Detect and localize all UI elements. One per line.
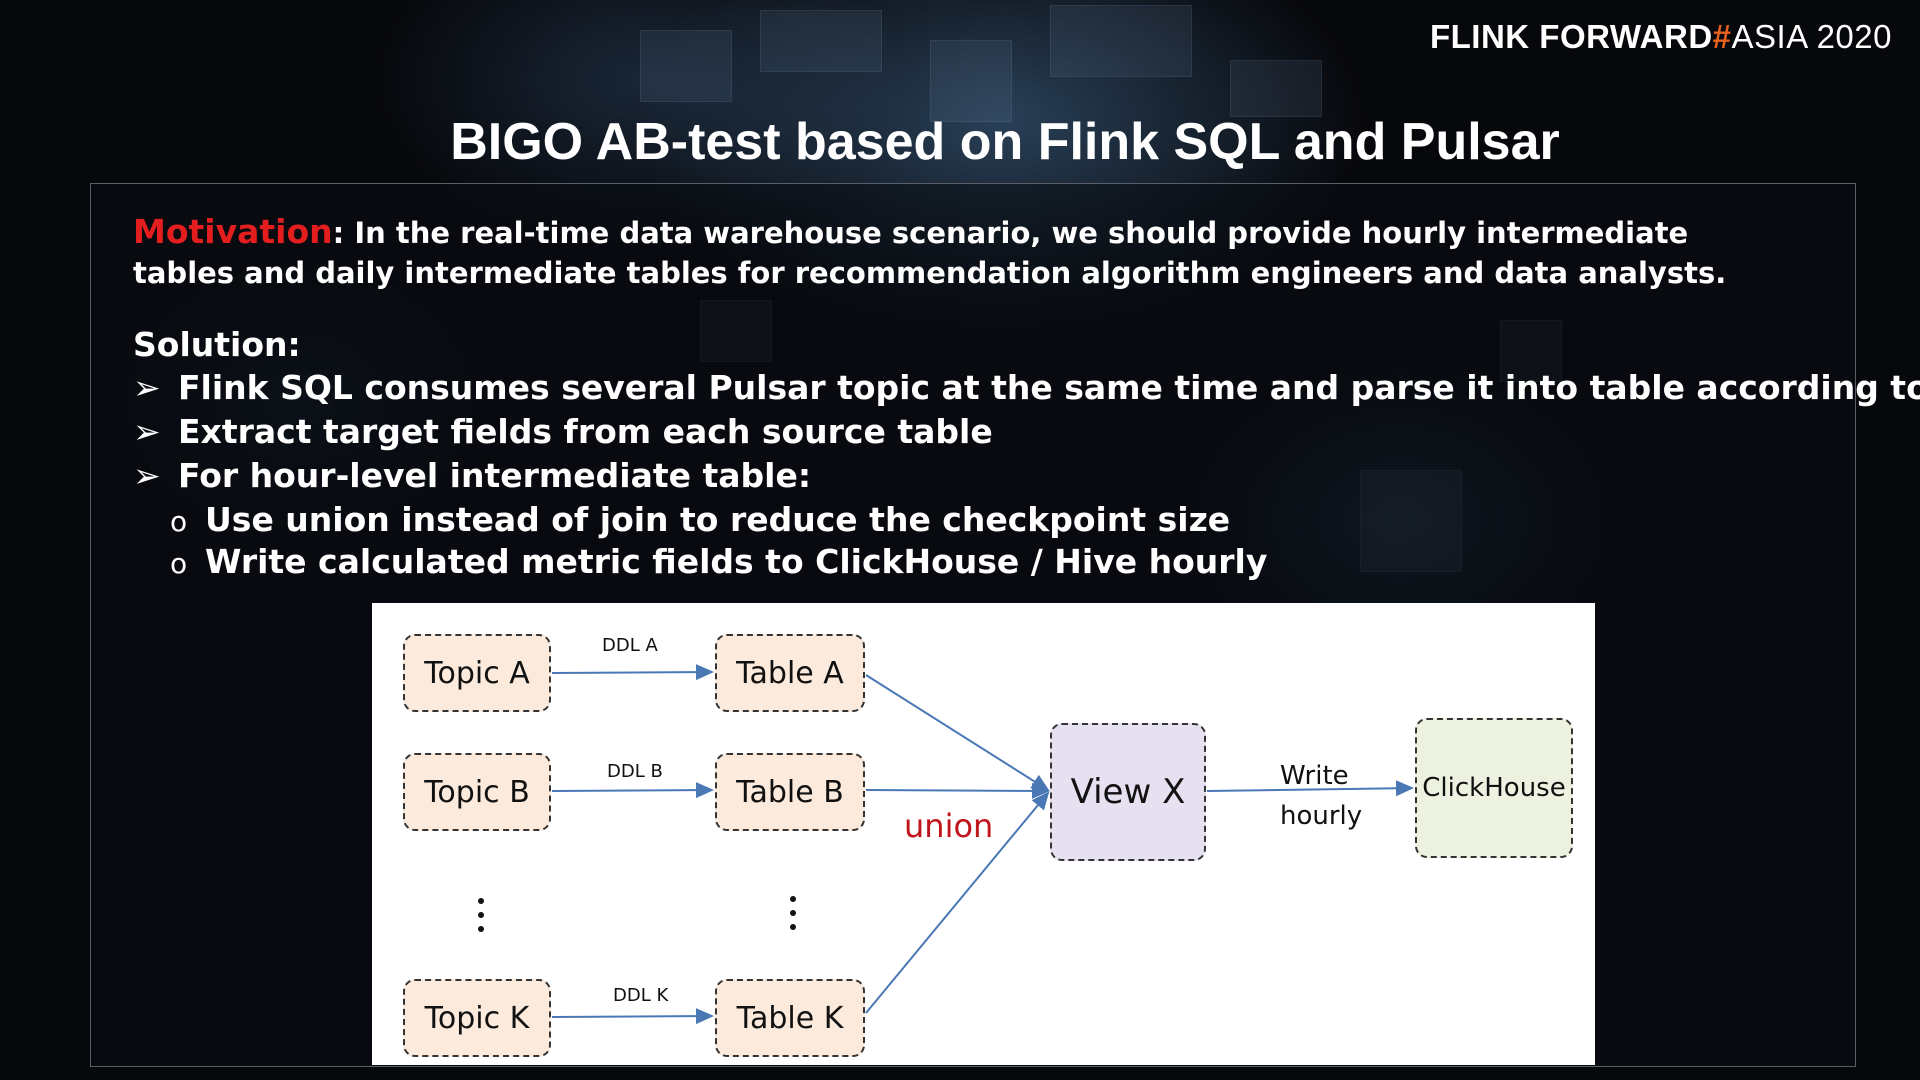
bullet-text: For hour-level intermediate table: [178, 456, 812, 495]
brand-event: ASIA 2020 [1731, 18, 1892, 55]
ddl-a-arrow [551, 664, 714, 681]
view-x-node: View X [1050, 723, 1206, 861]
bullet-item: ➢ For hour-level intermediate table: [133, 456, 811, 495]
clickhouse-node: ClickHouse [1415, 718, 1573, 858]
bullet-arrow-icon: ➢ [133, 368, 161, 407]
table-k-node: Table K [715, 979, 865, 1057]
union-arrow-a [865, 674, 1050, 792]
brand-name: FLINK FORWARD [1429, 18, 1713, 55]
write-arrow [1206, 780, 1414, 797]
union-arrow-b [865, 782, 1050, 799]
sub-bullet-item: o Use union instead of join to reduce the… [170, 500, 1230, 539]
ddl-b-label: DDL B [607, 761, 663, 782]
table-a-node: Table A [715, 634, 865, 712]
topic-b-node: Topic B [403, 753, 551, 831]
sub-bullet-text: Use union instead of join to reduce the … [205, 500, 1231, 539]
event-brand: FLINK FORWARD#ASIA 2020 [1430, 18, 1892, 56]
topic-a-node: Topic A [403, 634, 551, 712]
solution-heading: Solution: [133, 325, 301, 364]
sub-bullet-text: Write calculated metric fields to ClickH… [205, 542, 1268, 581]
union-arrow-k [865, 791, 1050, 1014]
write-hourly-label: Write hourly [1280, 756, 1362, 836]
bullet-text: Extract target fields from each source t… [178, 412, 993, 451]
motivation-keyword: Motivation [133, 212, 333, 251]
sub-bullet-circle-icon: o [170, 547, 188, 580]
topic-k-node: Topic K [403, 979, 551, 1057]
bullet-arrow-icon: ➢ [133, 412, 161, 451]
motivation-line-1: : In the real-time data warehouse scenar… [332, 216, 1689, 250]
slide-title: BIGO AB-test based on Flink SQL and Puls… [450, 113, 1560, 171]
union-label: union [904, 807, 994, 845]
bullet-arrow-icon: ➢ [133, 456, 161, 495]
bullet-item: ➢ Extract target fields from each source … [133, 412, 993, 451]
sub-bullet-circle-icon: o [170, 505, 188, 538]
tables-ellipsis-icon [790, 896, 796, 938]
sub-bullet-item: o Write calculated metric fields to Click… [170, 542, 1267, 581]
ddl-k-arrow [551, 1008, 714, 1025]
bullet-item: ➢ Flink SQL consumes several Pulsar topic… [133, 368, 1920, 407]
motivation-line-2: tables and daily intermediate tables for… [133, 256, 1727, 290]
ddl-k-label: DDL K [613, 985, 669, 1006]
table-b-node: Table B [715, 753, 865, 831]
brand-hash: # [1712, 18, 1732, 55]
motivation-text: Motivation: In the real-time data wareho… [133, 212, 1726, 293]
ddl-b-arrow [551, 782, 714, 799]
decorative-chip [1050, 5, 1192, 77]
hourly-label: hourly [1280, 801, 1363, 831]
decorative-chip [760, 10, 882, 72]
decorative-chip [1230, 60, 1322, 117]
diagram-connectors [551, 664, 1414, 1025]
bullet-text: Flink SQL consumes several Pulsar topic … [178, 368, 1920, 407]
decorative-chip [640, 30, 732, 102]
decorative-chip [930, 40, 1012, 122]
ddl-a-label: DDL A [602, 635, 658, 656]
dataflow-diagram: Topic A Topic B Topic K Table A Table B … [372, 603, 1595, 1065]
write-label: Write [1280, 761, 1349, 791]
topics-ellipsis-icon [478, 898, 484, 940]
